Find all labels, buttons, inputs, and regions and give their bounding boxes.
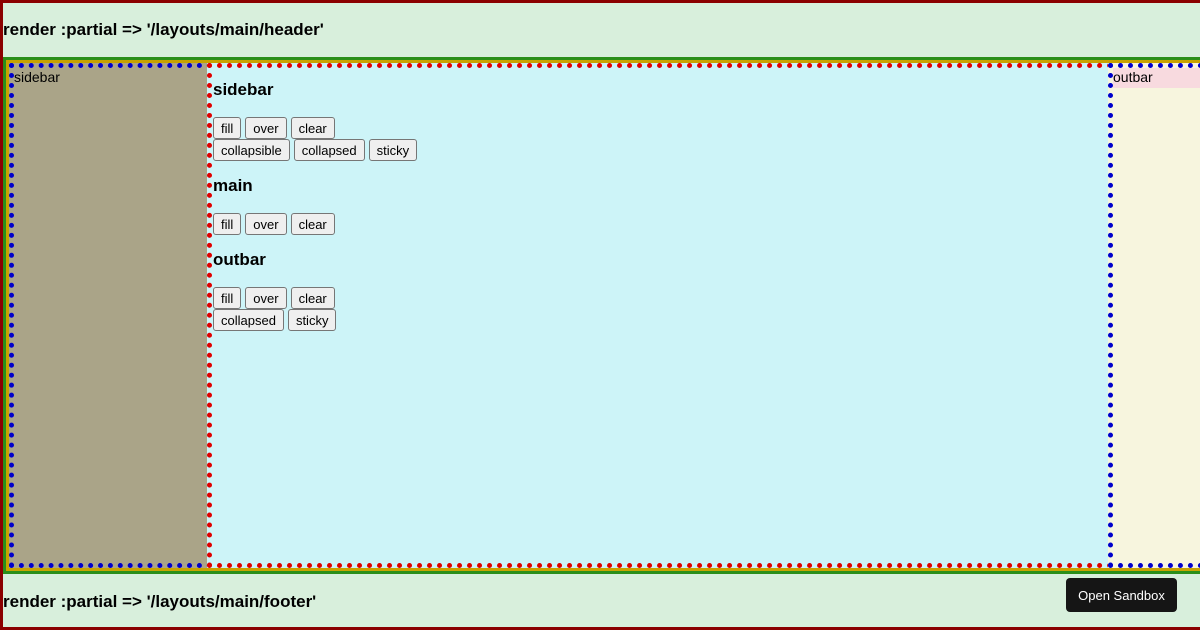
- sidebar-controls: sidebar fill over clear collapsible coll…: [213, 80, 1108, 161]
- sidebar-sticky-button[interactable]: sticky: [368, 139, 418, 161]
- main-clear-button[interactable]: clear: [290, 213, 335, 235]
- layout-inner: sidebar sidebar fill over clear collapsi…: [6, 60, 1200, 571]
- sidebar-label: sidebar: [14, 69, 60, 85]
- sidebar-collapsed-button[interactable]: collapsed: [293, 139, 365, 161]
- sidebar-panel: sidebar: [9, 63, 212, 568]
- button-row: fill over clear: [213, 213, 1108, 235]
- main-over-button[interactable]: over: [245, 213, 287, 235]
- sidebar-collapsible-button[interactable]: collapsible: [213, 139, 290, 161]
- outbar-fill-button[interactable]: fill: [213, 287, 242, 309]
- button-row: collapsed sticky: [213, 309, 1108, 331]
- sidebar-over-button[interactable]: over: [245, 117, 287, 139]
- outbar-collapsed-button[interactable]: collapsed: [213, 309, 284, 331]
- outbar-sticky-button[interactable]: sticky: [287, 309, 337, 331]
- layout-body: sidebar sidebar fill over clear collapsi…: [3, 57, 1200, 574]
- section-title-main: main: [213, 176, 253, 195]
- button-row: fill over clear: [213, 117, 1108, 139]
- button-row: fill over clear: [213, 287, 1108, 309]
- outbar-label: outbar: [1113, 68, 1200, 88]
- button-row: collapsible collapsed sticky: [213, 139, 1108, 161]
- sidebar-fill-button[interactable]: fill: [213, 117, 242, 139]
- main-fill-button[interactable]: fill: [213, 213, 242, 235]
- outbar-over-button[interactable]: over: [245, 287, 287, 309]
- sidebar-clear-button[interactable]: clear: [290, 117, 335, 139]
- open-sandbox-button[interactable]: Open Sandbox: [1066, 578, 1177, 612]
- header-partial: render :partial => '/layouts/main/header…: [3, 20, 324, 39]
- outbar-clear-button[interactable]: clear: [290, 287, 335, 309]
- outbar-panel: outbar: [1108, 63, 1200, 568]
- main-controls: main fill over clear: [213, 176, 1108, 235]
- outbar-controls: outbar fill over clear collapsed sticky: [213, 250, 1108, 331]
- section-title-outbar: outbar: [213, 250, 266, 269]
- main-panel: sidebar fill over clear collapsible coll…: [207, 63, 1113, 568]
- footer-partial: render :partial => '/layouts/main/footer…: [3, 592, 317, 611]
- section-title-sidebar: sidebar: [213, 80, 274, 99]
